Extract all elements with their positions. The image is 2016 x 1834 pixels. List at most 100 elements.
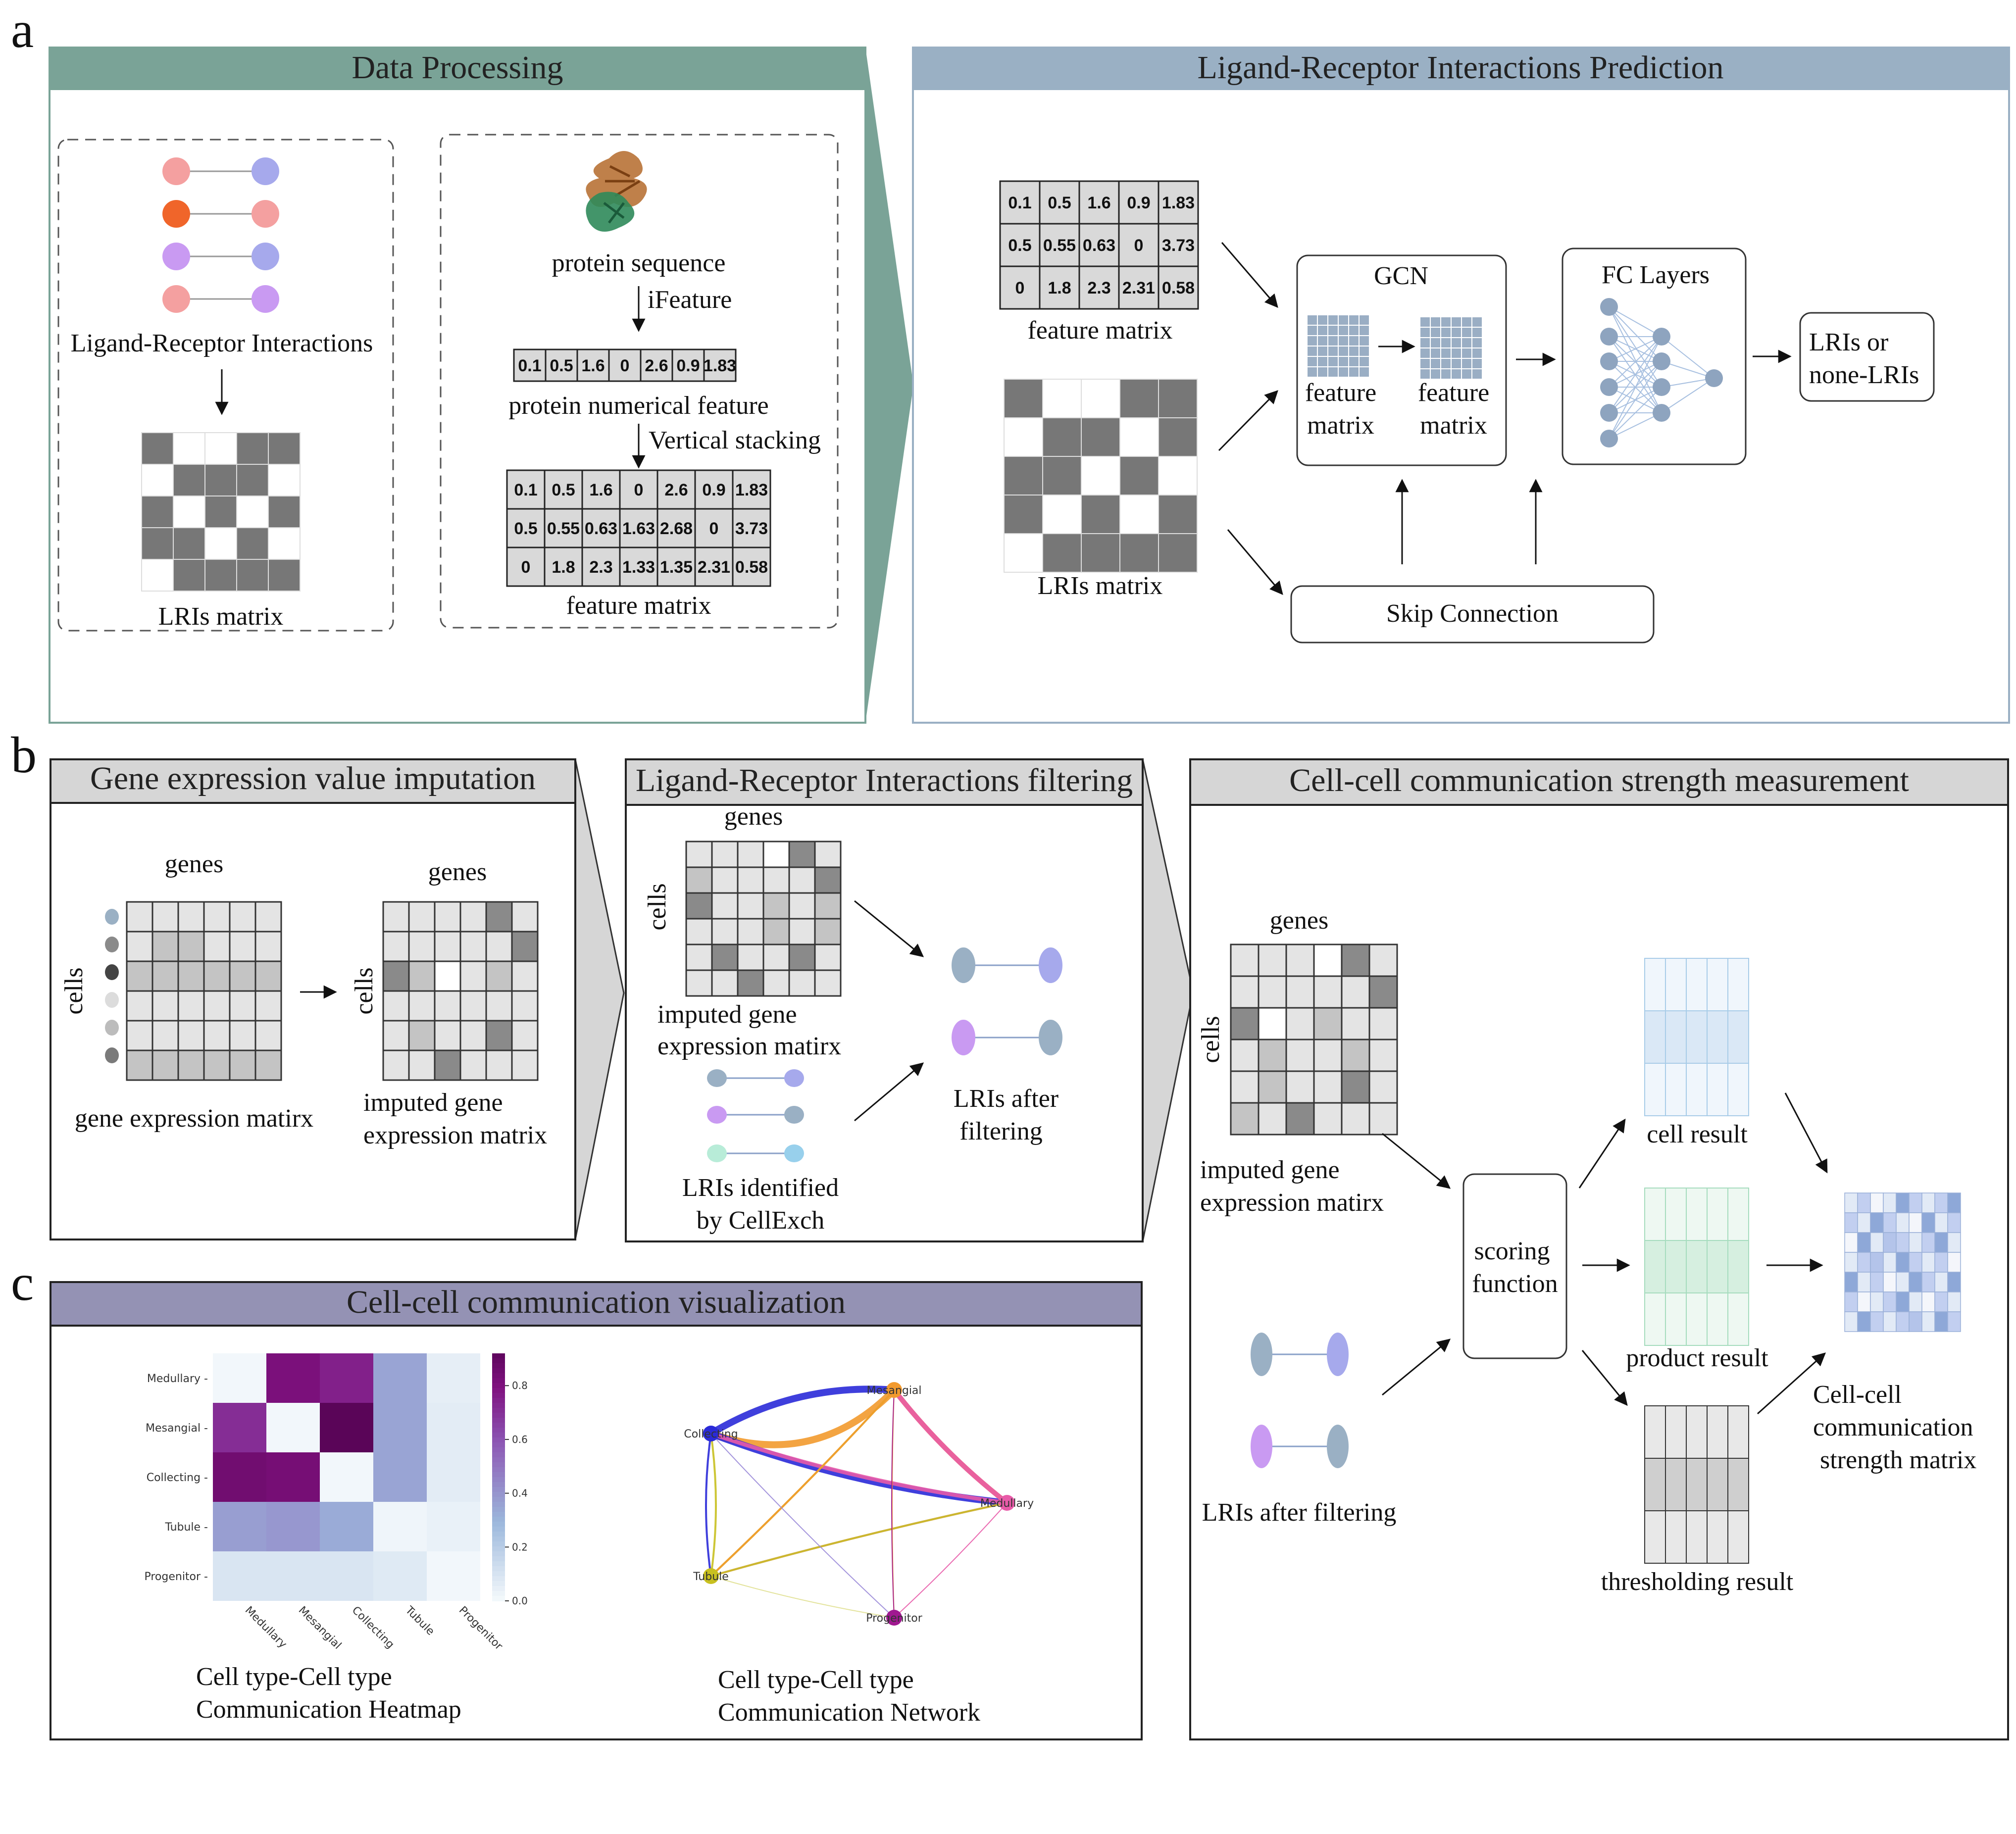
result-cell [1727, 1458, 1749, 1511]
gcn-title: GCN [1374, 262, 1428, 290]
strength-cell [1934, 1311, 1948, 1332]
lri-matrix-dp [141, 432, 301, 592]
gcn-grid-cell [1348, 325, 1360, 336]
colorbar-tick-label: 0.2 [512, 1541, 528, 1553]
result-cell [1727, 1510, 1749, 1564]
result-cell [1707, 1405, 1728, 1459]
expression-cell [685, 969, 713, 997]
imputation-genes-right: genes [428, 858, 487, 886]
colorbar-segment [492, 1527, 505, 1532]
expression-cell [254, 901, 282, 933]
expression-cell [1285, 943, 1315, 977]
table-cell-value: 0.58 [735, 558, 768, 577]
receptor-node [252, 157, 279, 185]
expression-cell [151, 931, 179, 962]
expression-cell [1230, 1007, 1260, 1041]
fc-edge [1609, 336, 1662, 439]
heatmap-cell [373, 1452, 427, 1502]
heatmap-cell [213, 1502, 266, 1551]
heatmap-cell [213, 1403, 266, 1452]
network-edge [892, 1388, 1009, 1505]
expression-cell [762, 943, 790, 971]
colorbar-segment [492, 1457, 505, 1463]
expression-cell [814, 943, 842, 971]
expression-cell [203, 990, 231, 1022]
table-cell-value: 0 [1134, 236, 1144, 255]
skip-connection-label: Skip Connection [1386, 599, 1559, 628]
strength-genes: genes [1270, 906, 1328, 935]
table-cell [1039, 265, 1080, 310]
result-cell [1727, 1405, 1749, 1459]
fc-edge [1609, 361, 1662, 439]
strength-cell [1909, 1252, 1922, 1273]
matrix-cell [1042, 533, 1082, 573]
table-cell-value: 0.1 [1008, 194, 1031, 212]
strength-cell [1921, 1291, 1935, 1312]
strength-cell [1947, 1212, 1961, 1233]
gcn-left-label-2: matrix [1307, 411, 1374, 440]
imputation-title: Gene expression value imputation [90, 760, 536, 796]
expression-cell [1285, 1102, 1315, 1136]
expression-cell [408, 960, 436, 992]
expression-cell [511, 960, 539, 992]
expression-cell [1313, 943, 1343, 977]
table-cell [576, 348, 610, 382]
gcn-grid-cell [1348, 314, 1360, 326]
network-edge [710, 1576, 895, 1618]
fc-edge [1661, 336, 1714, 379]
output-label-1: LRIs or [1809, 328, 1888, 356]
strength-cell [1947, 1291, 1961, 1312]
strength-cell [1921, 1212, 1935, 1233]
colorbar-segment [492, 1472, 505, 1478]
prediction-title: Ligand-Receptor Interactions Prediction [1198, 50, 1724, 86]
strength-cell [1857, 1232, 1871, 1253]
expression-cell [1368, 1007, 1398, 1041]
matrix-cell [1158, 417, 1198, 457]
fc-neuron [1600, 404, 1618, 422]
expression-cell [1313, 1039, 1343, 1072]
colorbar-segment [492, 1433, 505, 1438]
filtering-matrix-label-2: expression matirx [657, 1032, 841, 1060]
gcn-grid-cell [1359, 346, 1370, 357]
filtering-matrix-label-1: imputed gene [657, 1000, 797, 1029]
table-cell [544, 508, 583, 548]
matrix-cell [236, 496, 269, 528]
expression-cell [685, 943, 713, 971]
cell-dot [105, 1047, 119, 1063]
colorbar-segment [492, 1507, 505, 1512]
strength-cell [1896, 1232, 1910, 1253]
gcn-grid-cell [1440, 347, 1452, 359]
ligand-node [952, 947, 975, 983]
table-cell [656, 469, 696, 510]
gcn-grid-cell [1430, 327, 1441, 338]
colorbar-segment [492, 1467, 505, 1473]
expression-cell [814, 841, 842, 868]
table-cell-value: 1.8 [1048, 279, 1071, 297]
heatmap-caption-2: Communication Heatmap [196, 1695, 461, 1724]
gcn-left-label-1: feature [1305, 379, 1376, 407]
strength-cell [1844, 1311, 1858, 1332]
gcn-grid-cell [1451, 347, 1462, 359]
gcn-grid-cell [1440, 358, 1452, 369]
table-cell [694, 469, 734, 510]
heatmap-cell [213, 1452, 266, 1502]
colorbar-segment [492, 1373, 505, 1379]
colorbar-segment [492, 1596, 505, 1601]
table-cell-value: 0.5 [550, 356, 573, 375]
table-cell-value: 1.33 [622, 558, 655, 577]
expression-cell [229, 960, 256, 992]
final-label-1: Cell-cell [1813, 1381, 1902, 1409]
gcn-grid-cell [1451, 368, 1462, 380]
expression-cell [814, 892, 842, 920]
gcn-grid-cell [1348, 366, 1360, 378]
receptor-node [784, 1106, 804, 1124]
matrix-cell [173, 559, 205, 592]
visualization-panel: Cell-cell communication visualization Me… [50, 1281, 1143, 1740]
strength-matrix-label-1: imputed gene [1200, 1156, 1340, 1184]
gcn-grid-cell [1440, 316, 1452, 328]
expression-cell [203, 960, 231, 992]
fc-neuron [1600, 352, 1618, 370]
strength-matrix-grid [1230, 943, 1398, 1136]
expression-cell [382, 960, 410, 992]
